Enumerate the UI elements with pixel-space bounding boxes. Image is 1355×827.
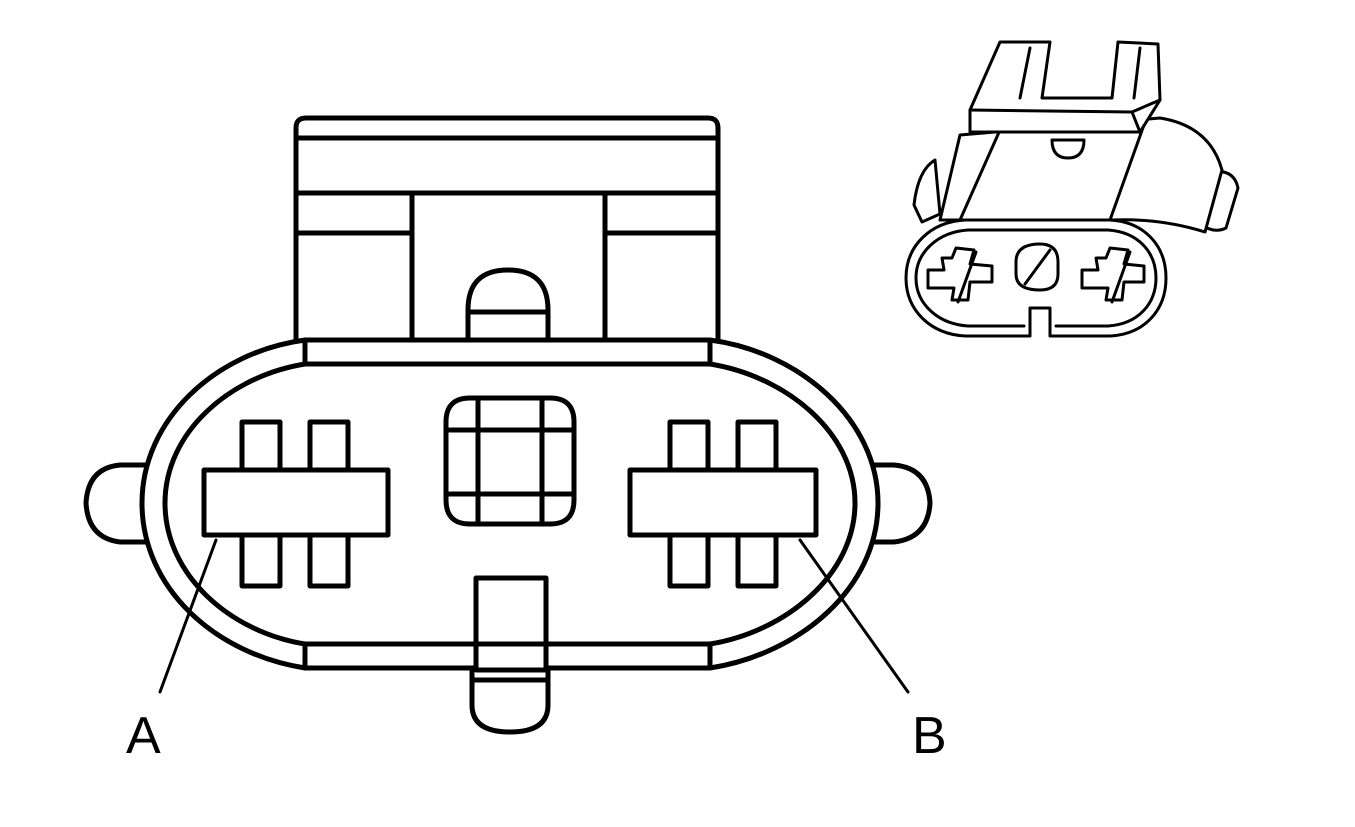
center-cavity	[443, 395, 577, 527]
connector-isometric-view	[904, 40, 1240, 338]
leader-line-b	[798, 538, 910, 694]
terminal-b-cavity	[627, 419, 819, 589]
pin-label-a: A	[126, 707, 161, 765]
leader-line-a	[158, 538, 218, 694]
left-side-bump	[83, 462, 151, 545]
pin-label-b: B	[912, 707, 947, 765]
terminal-a-cavity	[201, 419, 391, 589]
lock-tab	[465, 267, 551, 345]
lock-housing	[293, 115, 721, 345]
right-side-bump	[863, 462, 933, 545]
connector-face-view	[83, 115, 933, 735]
